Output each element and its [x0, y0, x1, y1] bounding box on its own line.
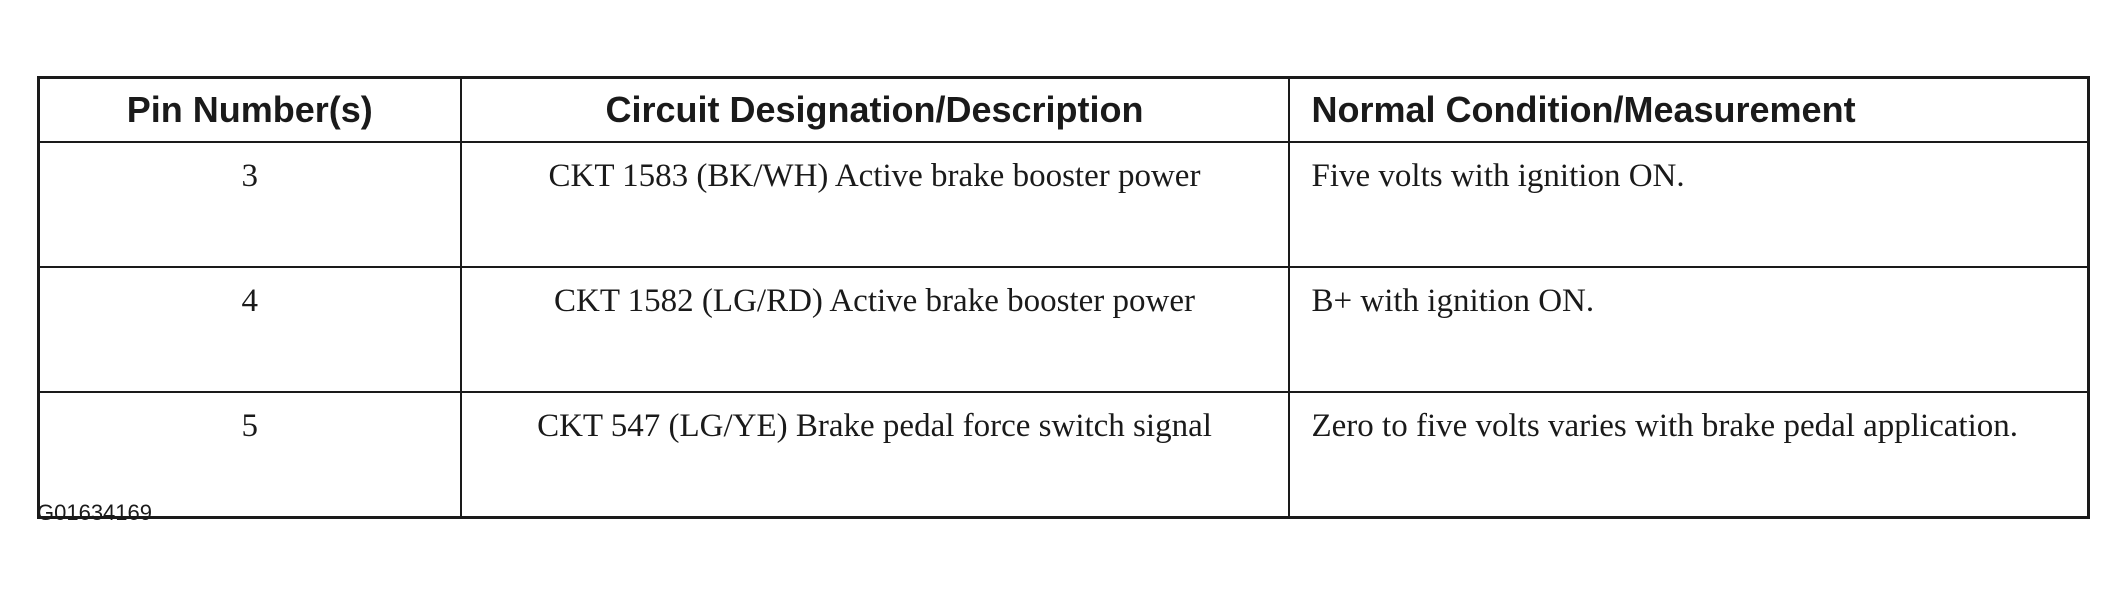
figure-id: G01634169 [37, 500, 152, 525]
table-row: 3 CKT 1583 (BK/WH) Active brake booster … [37, 141, 2090, 268]
pin-cell: 4 [37, 266, 462, 393]
pin-description-table: Pin Number(s) Circuit Designation/Descri… [37, 76, 2090, 519]
table-row: 4 CKT 1582 (LG/RD) Active brake booster … [37, 266, 2090, 393]
header-pin-numbers: Pin Number(s) [37, 76, 462, 143]
measurement-cell: Zero to five volts varies with brake ped… [1287, 391, 2090, 519]
pin-cell: 5 [37, 391, 462, 519]
circuit-cell: CKT 1583 (BK/WH) Active brake booster po… [459, 141, 1290, 268]
measurement-cell: Five volts with ignition ON. [1287, 141, 2090, 268]
pin-cell: 3 [37, 141, 462, 268]
measurement-cell: B+ with ignition ON. [1287, 266, 2090, 393]
table-header-row: Pin Number(s) Circuit Designation/Descri… [37, 76, 2090, 143]
circuit-cell: CKT 547 (LG/YE) Brake pedal force switch… [459, 391, 1290, 519]
header-circuit-description: Circuit Designation/Description [459, 76, 1290, 143]
header-normal-condition: Normal Condition/Measurement [1287, 76, 2090, 143]
circuit-cell: CKT 1582 (LG/RD) Active brake booster po… [459, 266, 1290, 393]
table-row: 5 CKT 547 (LG/YE) Brake pedal force swit… [37, 391, 2090, 519]
